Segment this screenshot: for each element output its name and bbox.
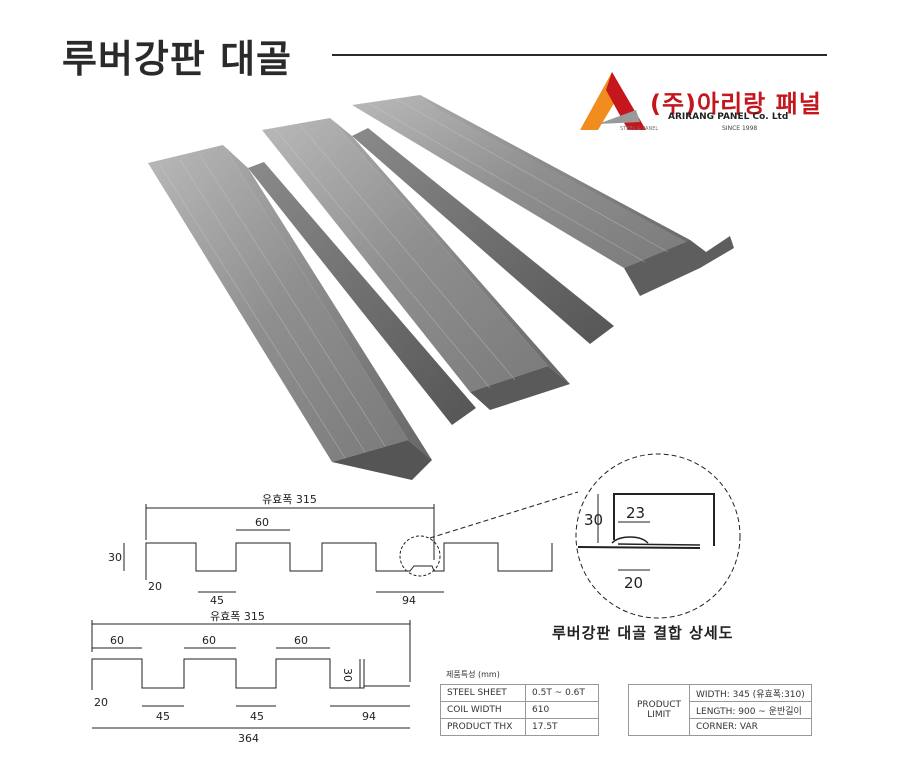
rib-2-side [330, 118, 570, 384]
d1-dim-94: 94 [402, 594, 416, 607]
spec-row: STEEL SHEET 0.5T ~ 0.6T [440, 684, 599, 702]
d2-dim-45a: 45 [156, 710, 170, 723]
valley-1 [248, 162, 476, 425]
detail-focus-circle [399, 535, 441, 577]
brushed-texture [159, 98, 669, 459]
rib-1-top [148, 145, 408, 462]
logo-tagline: STEEL & PANEL [620, 126, 659, 132]
rib-1-front [332, 440, 432, 480]
d2-dim-20: 20 [94, 696, 108, 709]
d2-dim-60a: 60 [110, 634, 124, 647]
logo-name: (주)아리랑 패널 [650, 90, 822, 118]
d2-dim-30: 30 [341, 668, 354, 682]
spec-row: PRODUCT THX 17.5T [440, 718, 599, 736]
spec-value: 610 [525, 701, 599, 719]
rib-3-front [624, 236, 734, 296]
spec-value: 17.5T [525, 718, 599, 736]
d1-dim-45: 45 [210, 594, 224, 607]
limit-label: PRODUCT LIMIT [628, 684, 690, 736]
rib-1-side [223, 145, 432, 460]
profile-2 [91, 658, 410, 690]
spec-title: 제품특성 (mm) [446, 670, 500, 679]
limit-table: PRODUCT LIMIT WIDTH: 345 (유효폭:310) LENGT… [628, 684, 812, 736]
page-title: 루버강판 대골 [62, 37, 292, 81]
limit-row: CORNER: VAR [629, 718, 812, 736]
spec-label: STEEL SHEET [440, 684, 526, 702]
rib-2-front [470, 366, 570, 410]
d2-dim-60b: 60 [202, 634, 216, 647]
d2-dim-45b: 45 [250, 710, 264, 723]
logo-since: SINCE 1998 [722, 125, 758, 132]
spec-row: COIL WIDTH 610 [440, 701, 599, 719]
detail-caption: 루버강판 대골 결합 상세도 [552, 624, 734, 642]
d1-dim-20: 20 [148, 580, 162, 593]
spec-table: STEEL SHEET 0.5T ~ 0.6T COIL WIDTH 610 P… [440, 684, 599, 736]
detail-dim-30: 30 [584, 511, 603, 529]
spec-value: 0.5T ~ 0.6T [525, 684, 599, 702]
d1-dim-60: 60 [255, 516, 269, 529]
limit-row: PRODUCT LIMIT WIDTH: 345 (유효폭:310) [628, 684, 812, 736]
d2-dim-364: 364 [238, 732, 259, 745]
title-rule [332, 54, 827, 56]
limit-value: CORNER: VAR [689, 718, 812, 736]
d1-effective-width: 유효폭 315 [262, 493, 317, 506]
spec-label: COIL WIDTH [440, 701, 526, 719]
d2-dim-94: 94 [362, 710, 376, 723]
limit-value: LENGTH: 900 ~ 운반길이 [689, 701, 812, 719]
profile-1 [145, 542, 553, 580]
spec-label: PRODUCT THX [440, 718, 526, 736]
rib-2-top [262, 118, 548, 392]
rib-3-top [352, 95, 690, 268]
detail-pointer-line [429, 491, 579, 539]
detail-circle [575, 453, 741, 619]
detail-dim-23: 23 [626, 504, 645, 522]
limit-label-line1: PRODUCT [636, 700, 682, 710]
d2-effective-width: 유효폭 315 [210, 610, 265, 623]
valley-2 [352, 128, 614, 344]
d1-dim-30: 30 [108, 551, 122, 564]
limit-label-line2: LIMIT [647, 710, 671, 720]
detail-dim-20: 20 [624, 574, 643, 592]
rib-3-side [420, 95, 706, 252]
d2-dim-60c: 60 [294, 634, 308, 647]
detail-profile [613, 493, 715, 546]
limit-value: WIDTH: 345 (유효폭:310) [689, 684, 812, 702]
logo-subname: ARIRANG PANEL Co. Ltd [668, 112, 789, 122]
